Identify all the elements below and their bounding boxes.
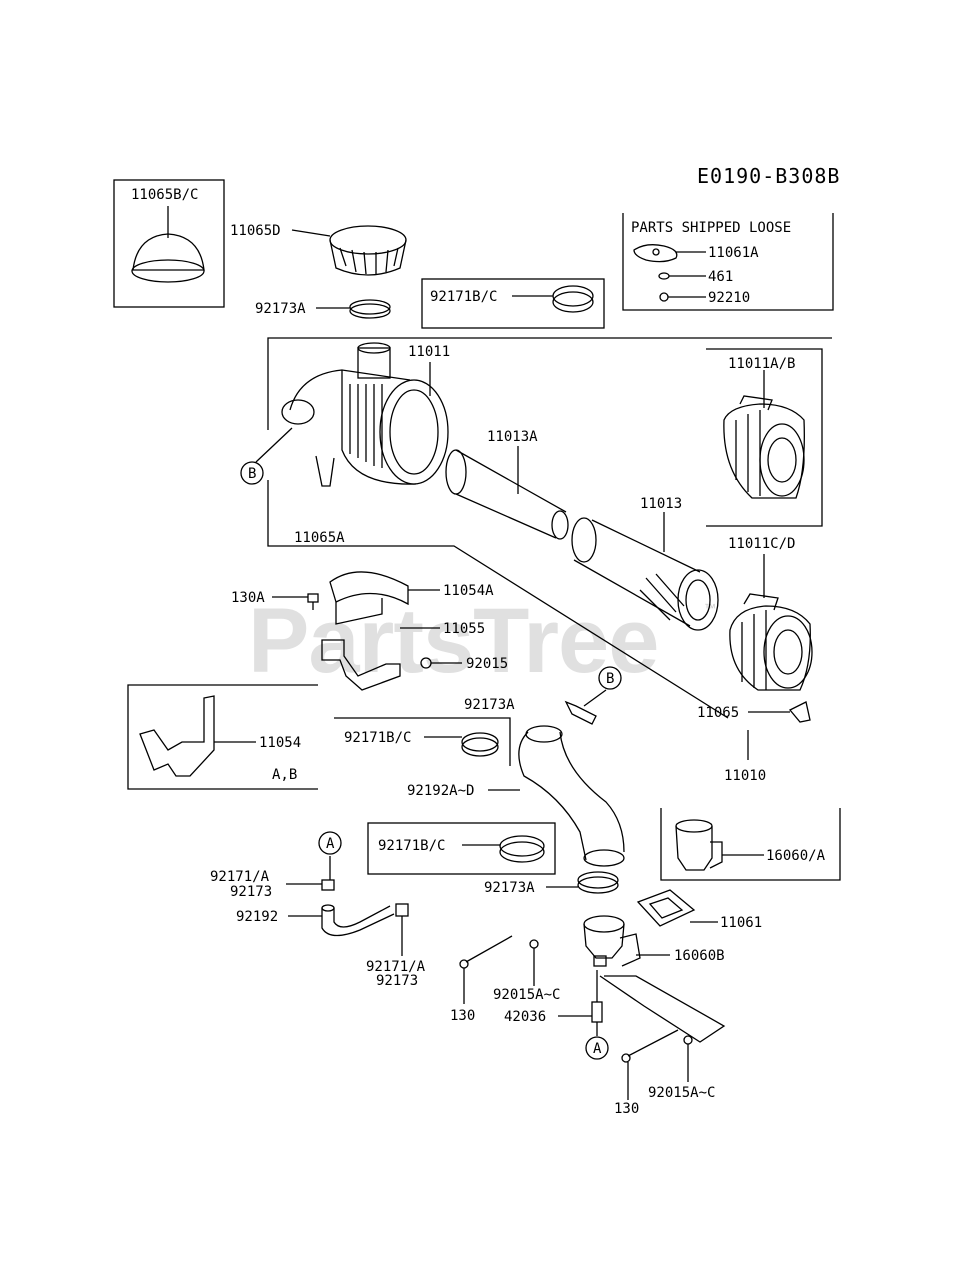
box-92171bc-top — [421, 278, 605, 329]
callout-b-left-text: B — [248, 466, 256, 482]
clamp-92171bc-low — [462, 835, 545, 863]
label-92015: 92015 — [466, 656, 508, 672]
label-92173-2: 92173 — [376, 973, 418, 989]
box-92171bc-low — [367, 822, 556, 875]
label-11065bc: 11065B/C — [131, 187, 198, 203]
clamp-92171a-small-1 — [286, 856, 335, 891]
label-11055: 11055 — [443, 621, 485, 637]
box-92171bc-mid — [334, 717, 511, 766]
bracket-11055 — [321, 627, 440, 691]
bolt-130-left — [459, 935, 513, 1004]
filter-11013a — [445, 446, 569, 540]
washer-461 — [658, 272, 706, 280]
clamp-92173a-top — [316, 299, 391, 319]
air-cleaner-body-11011 — [281, 342, 449, 487]
hose-92192ad — [488, 725, 625, 867]
label-ab: A,B — [272, 767, 297, 783]
label-42036: 42036 — [504, 1009, 546, 1025]
callout-a-bottom — [585, 1036, 609, 1060]
bracket-lower-links — [599, 975, 726, 1043]
label-130-1: 130 — [450, 1008, 475, 1024]
pipe-42036 — [558, 970, 603, 1036]
label-92171bc-top: 92171B/C — [430, 289, 497, 305]
label-11013a: 11013A — [487, 429, 538, 445]
intake-16060a — [675, 819, 764, 871]
label-11054: 11054 — [259, 735, 301, 751]
cover-11065d — [291, 225, 407, 276]
label-92171a-1: 92171/A — [210, 869, 270, 885]
label-130-2: 130 — [614, 1101, 639, 1117]
clamp-92171a-small-2 — [395, 903, 409, 956]
watermark: PartsTree — [248, 590, 658, 692]
callout-b-left — [240, 461, 264, 485]
box-shipped-loose — [622, 213, 834, 311]
label-11065: 11065 — [697, 705, 739, 721]
label-92173a-mid: 92173A — [464, 697, 515, 713]
clamp-92173a-low — [546, 871, 619, 894]
label-92173a-top: 92173A — [255, 301, 306, 317]
callout-a-bottom-text: A — [593, 1041, 602, 1057]
bracket-b-link — [255, 427, 293, 463]
label-92192: 92192 — [236, 909, 278, 925]
shipped-loose-title: PARTS SHIPPED LOOSE — [631, 220, 791, 236]
label-11010: 11010 — [724, 768, 766, 784]
box-16060a — [660, 808, 841, 881]
box-11011ab — [706, 348, 823, 527]
gasket-11061a — [633, 244, 706, 263]
callout-a-top — [318, 831, 342, 855]
clamp-92171bc-top — [512, 285, 594, 313]
label-11011: 11011 — [408, 344, 450, 360]
label-11011ab: 11011A/B — [728, 356, 795, 372]
housing-11011cd — [729, 554, 813, 691]
label-461: 461 — [708, 269, 733, 285]
callout-b-right — [598, 666, 622, 690]
sensor-fitting — [564, 689, 607, 725]
label-92210: 92210 — [708, 290, 750, 306]
diagram-code: E0190-B308B — [697, 164, 840, 188]
label-92015ac-1: 92015A~C — [493, 987, 560, 1003]
clamp-92171bc-mid — [424, 732, 499, 757]
label-92171a-2: 92171/A — [366, 959, 426, 975]
label-130a: 130A — [231, 590, 265, 606]
bracket-assembly-top — [267, 337, 832, 430]
housing-11011ab — [723, 370, 805, 499]
filter-11013 — [571, 512, 719, 631]
callout-b-right-text: B — [606, 671, 614, 687]
bolt-130-right — [621, 1029, 679, 1100]
box-11054 — [127, 684, 318, 790]
hose-92192 — [288, 904, 395, 937]
adapter-16060b — [583, 915, 670, 967]
label-92173-1: 92173 — [230, 884, 272, 900]
label-92171bc-mid: 92171B/C — [344, 730, 411, 746]
label-16060a: 16060/A — [766, 848, 826, 864]
label-16060b: 16060B — [674, 948, 725, 964]
watermark-trademark: ™ — [704, 601, 716, 615]
bracket-assembly-left — [267, 480, 729, 719]
gasket-11061 — [636, 889, 718, 927]
label-92015ac-2: 92015A~C — [648, 1085, 715, 1101]
cover-11065bc — [131, 206, 205, 283]
label-92173a-low: 92173A — [484, 880, 535, 896]
label-11054a: 11054A — [443, 583, 494, 599]
nut-92210 — [659, 292, 706, 302]
label-92192ad: 92192A~D — [407, 783, 474, 799]
callout-a-top-text: A — [326, 836, 335, 852]
label-92171bc-low: 92171B/C — [378, 838, 445, 854]
bracket-11054 — [139, 695, 256, 777]
label-11013: 11013 — [640, 496, 682, 512]
nut-92015 — [420, 657, 462, 669]
label-11061a: 11061A — [708, 245, 759, 261]
label-11065d: 11065D — [230, 223, 281, 239]
bracket-11054a — [329, 571, 440, 625]
label-11011cd: 11011C/D — [728, 536, 795, 552]
box-11065bc — [113, 179, 225, 308]
label-11065a: 11065A — [294, 530, 345, 546]
nut-92015ac-left — [529, 939, 539, 986]
bolt-130a — [272, 593, 319, 610]
valve-11065 — [747, 701, 811, 760]
label-11061: 11061 — [720, 915, 762, 931]
nut-92015ac-right — [683, 1035, 693, 1082]
